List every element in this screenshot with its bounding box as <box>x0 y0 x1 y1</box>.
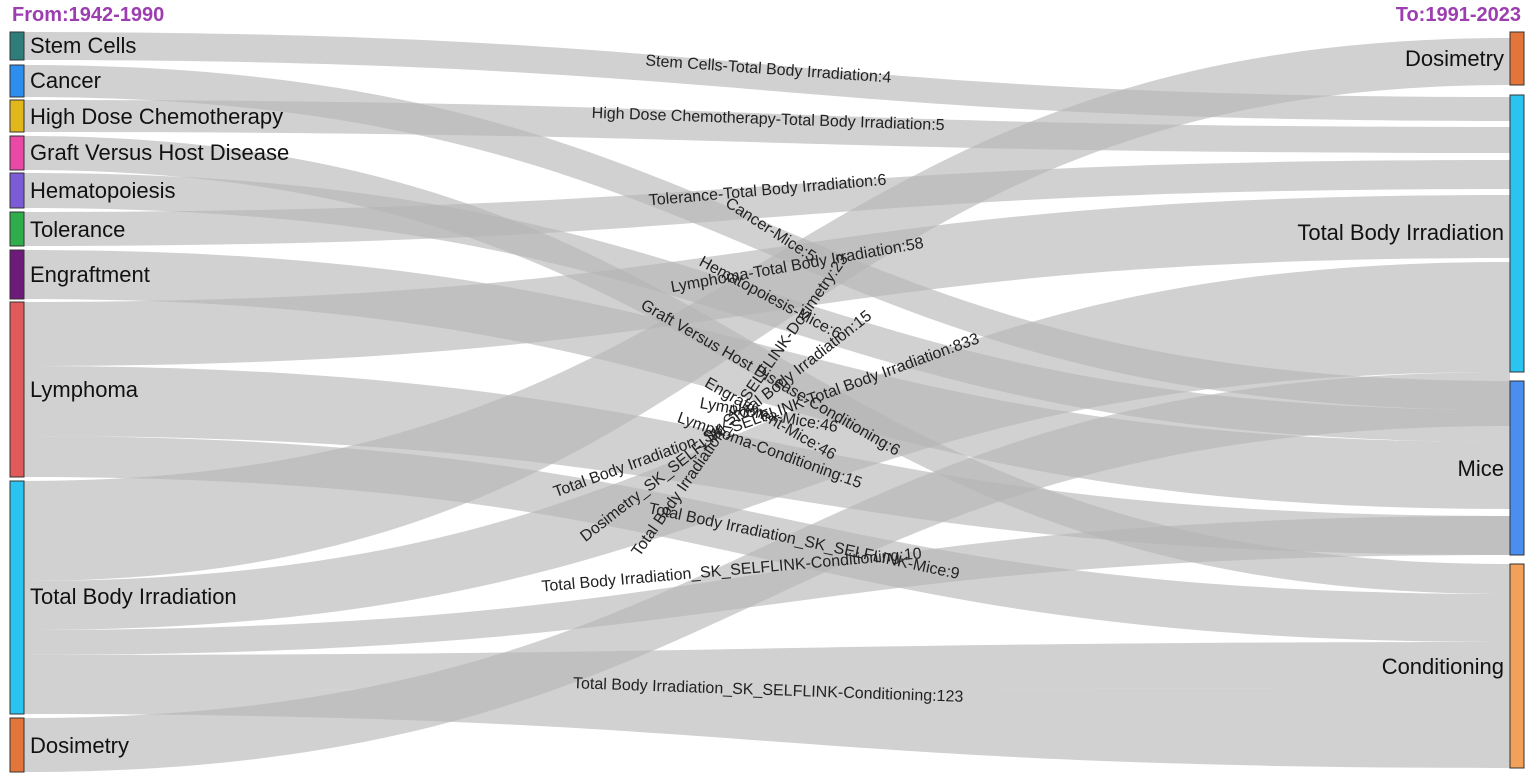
target-node-label: Conditioning <box>1382 654 1504 679</box>
target-node-label: Dosimetry <box>1405 46 1504 71</box>
source-node-lymphoma[interactable] <box>9 301 25 478</box>
source-node-engraftment[interactable] <box>9 249 25 300</box>
source-node-label: Lymphoma <box>30 377 139 402</box>
source-node-label: Engraftment <box>30 262 150 287</box>
source-node-total-body-irradiation[interactable] <box>9 480 25 715</box>
target-node-label: Mice <box>1458 456 1504 481</box>
link-tolerance-total-body-irradiation[interactable] <box>24 160 1510 246</box>
link-cancer-mice[interactable] <box>24 65 1510 410</box>
source-node-dosimetry[interactable] <box>9 717 25 773</box>
source-node-label: High Dose Chemotherapy <box>30 104 283 129</box>
source-node-hematopoiesis[interactable] <box>9 172 25 209</box>
source-node-label: Dosimetry <box>30 733 129 758</box>
source-node-label: Cancer <box>30 68 101 93</box>
source-node-high-dose-chemotherapy[interactable] <box>9 99 25 133</box>
links-layer <box>24 32 1510 772</box>
link-dosimetry-sk-selflink-total-body-irradiation[interactable] <box>24 372 1510 772</box>
source-node-label: Hematopoiesis <box>30 178 176 203</box>
source-node-cancer[interactable] <box>9 64 25 98</box>
source-node-tolerance[interactable] <box>9 211 25 247</box>
source-node-label: Total Body Irradiation <box>30 584 237 609</box>
source-node-label: Graft Versus Host Disease <box>30 140 289 165</box>
link-total-body-irradiation-sk-selflink-dosimetry[interactable] <box>24 38 1510 581</box>
to-period-header: To:1991-2023 <box>1395 4 1521 26</box>
from-period-header: From:1942-1990 <box>12 4 165 26</box>
link-total-body-irradiation-sk-selflink-total-body-irradiation[interactable] <box>24 262 1510 630</box>
target-node-dosimetry[interactable] <box>1509 31 1525 86</box>
target-node-total-body-irradiation[interactable] <box>1509 94 1525 373</box>
link-high-dose-chemotherapy-total-body-irradiation[interactable] <box>24 100 1510 153</box>
source-node-label: Stem Cells <box>30 33 136 58</box>
source-node-graft-versus-host-disease[interactable] <box>9 135 25 171</box>
source-node-label: Tolerance <box>30 217 125 242</box>
target-node-label: Total Body Irradiation <box>1297 220 1504 245</box>
link-total-body-irradiation-sk-selflink-conditioning[interactable] <box>24 642 1510 690</box>
target-node-conditioning[interactable] <box>1509 563 1525 769</box>
source-node-stem-cells[interactable] <box>9 31 25 61</box>
target-node-mice[interactable] <box>1509 380 1525 556</box>
